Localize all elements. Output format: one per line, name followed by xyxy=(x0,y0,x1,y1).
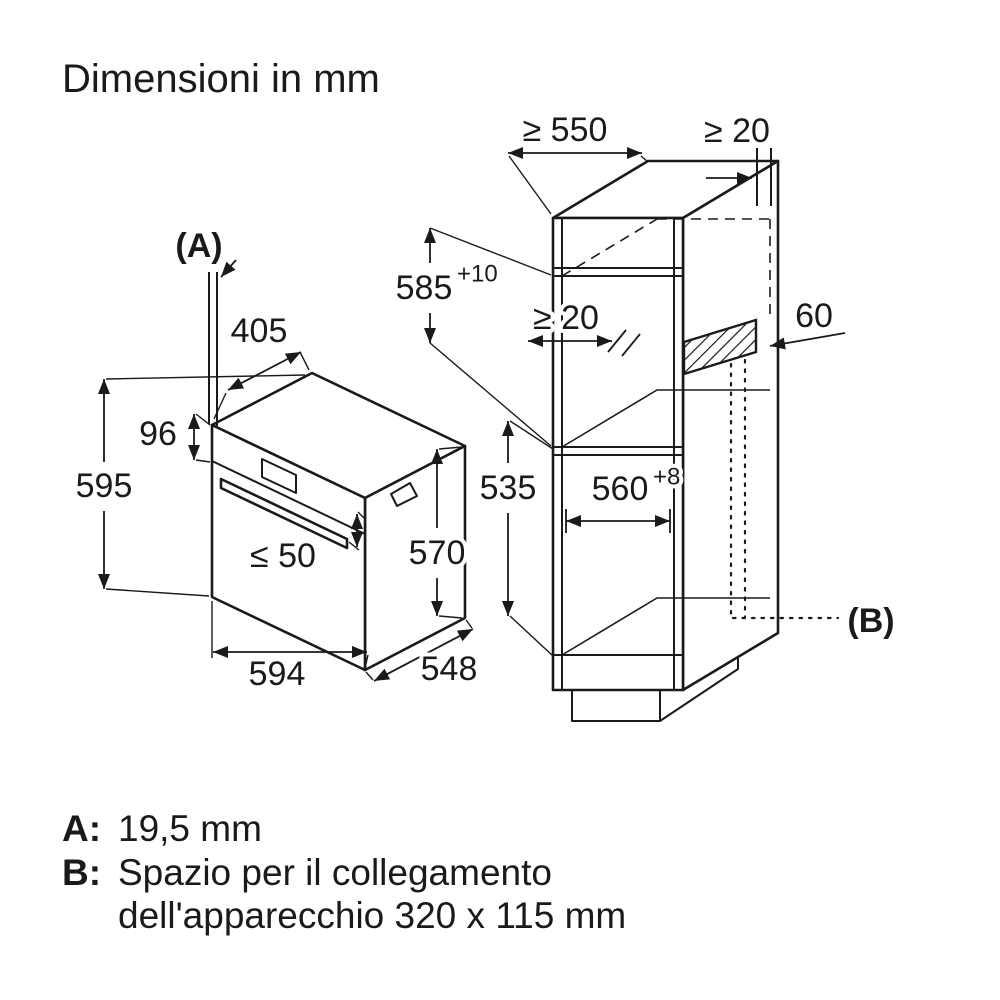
legend-b-value-line1: Spazio per il collegamento xyxy=(118,852,552,893)
dim-594-label: 594 xyxy=(249,655,306,693)
dim-20-mid: ≥ 20 xyxy=(528,295,641,357)
legend-a-value: 19,5 mm xyxy=(118,808,262,849)
cabinet-drawing xyxy=(551,159,780,722)
dim-50-label: ≤ 50 xyxy=(250,537,316,575)
dim-570-label: 570 xyxy=(409,534,466,572)
oven-display xyxy=(261,458,297,494)
dim-50: ≤ 50 xyxy=(246,511,366,579)
dim-B: (B) xyxy=(729,358,899,644)
cabinet-dimensions: ≥ 550 ≥ 20 585 +10 ≥ 20 60 xyxy=(392,107,899,657)
dim-548: 548 xyxy=(365,619,481,692)
dim-560: 560 +8 xyxy=(565,460,684,533)
dim-595: 595 xyxy=(72,374,306,597)
dim-585-tolerance: +10 xyxy=(457,261,498,288)
dim-20-top-label: ≥ 20 xyxy=(704,112,770,150)
dim-405-label: 405 xyxy=(231,312,288,350)
dim-550: ≥ 550 xyxy=(508,107,649,215)
connection-area-hatch xyxy=(682,318,758,376)
dim-548-label: 548 xyxy=(421,650,478,688)
dim-A-label: (A) xyxy=(175,227,222,265)
dim-405: 405 xyxy=(213,308,310,420)
dim-20-top: ≥ 20 xyxy=(700,108,774,206)
legend-b-key: B: xyxy=(62,852,101,893)
dim-560-tolerance: +8 xyxy=(653,464,680,491)
page-title: Dimensioni in mm xyxy=(62,57,380,101)
dim-585: 585 +10 xyxy=(392,227,552,447)
dim-96-label: 96 xyxy=(139,415,177,453)
cabinet-hidden-edges xyxy=(561,218,771,316)
dim-535-label: 535 xyxy=(480,469,537,507)
dim-560-label: 560 xyxy=(592,470,649,508)
oven-dimensions: (A) 405 96 595 ≤ 50 xyxy=(72,223,482,697)
dim-570: 570 xyxy=(405,446,469,619)
oven-side-grip-hole xyxy=(390,482,418,507)
cabinet-plinth xyxy=(571,657,739,722)
cabinet-depth-lines xyxy=(561,389,770,656)
legend: A: 19,5 mm B: Spazio per il collegamento… xyxy=(62,808,626,936)
dim-A: (A) xyxy=(171,223,237,426)
dim-20-mid-label: ≥ 20 xyxy=(533,299,599,337)
dim-550-label: ≥ 550 xyxy=(523,111,608,149)
oven-front-face xyxy=(210,423,367,672)
dim-594: 594 xyxy=(211,601,369,697)
legend-b-value-line2: dell'apparecchio 320 x 115 mm xyxy=(118,895,626,936)
dim-595-label: 595 xyxy=(76,467,133,505)
legend-a-key: A: xyxy=(62,808,101,849)
dim-60-label: 60 xyxy=(795,297,833,335)
cabinet-inner-walls xyxy=(553,218,683,690)
dim-535: 535 xyxy=(476,420,554,657)
dim-60: 60 xyxy=(769,293,846,350)
dim-585-label: 585 xyxy=(396,269,453,307)
dim-96: 96 xyxy=(135,411,211,463)
dim-B-label: (B) xyxy=(847,602,894,640)
oven-control-panel-line xyxy=(211,460,366,535)
oven-handle xyxy=(219,477,349,550)
